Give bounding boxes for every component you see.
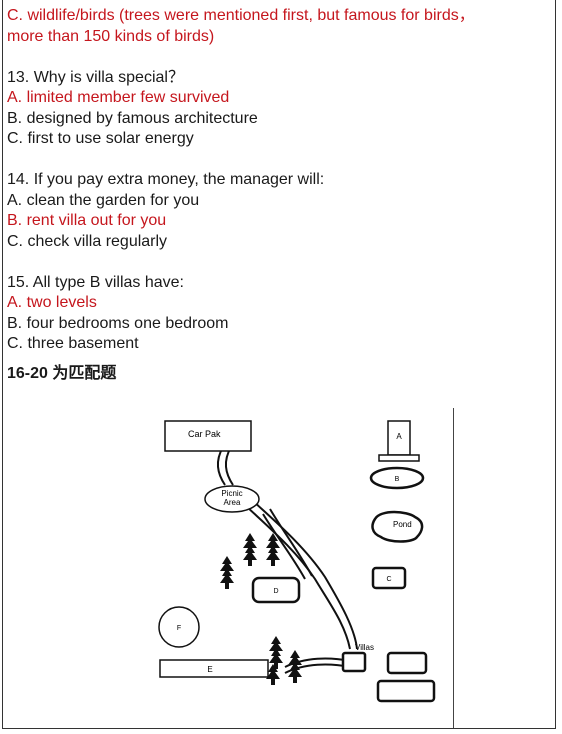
pond-label: Pond: [393, 520, 412, 529]
site-f: [158, 606, 200, 648]
label-f: F: [177, 625, 181, 632]
building-a-base: [378, 454, 420, 462]
car-park: [164, 420, 252, 452]
q12-option-c-line1: C. wildlife/birds (trees were mentioned …: [7, 7, 475, 24]
q14-option-c: C. check villa regularly: [7, 232, 168, 250]
answer-sheet: C. wildlife/birds (trees were mentioned …: [7, 6, 556, 384]
picnic-label-2: Area: [224, 498, 241, 507]
map-svg: Car Pak Picnic Area A B Pond C D: [158, 420, 436, 703]
villa-2: [386, 651, 428, 675]
picnic-area: [204, 485, 260, 513]
road-paths: [217, 446, 358, 650]
q13-option-b: B. designed by famous architecture: [7, 109, 258, 127]
building-e: [159, 659, 269, 678]
q13-option-c: C. first to use solar energy: [7, 130, 194, 147]
page-frame: [2, 0, 556, 729]
site-b: [369, 466, 425, 490]
label-b: B: [395, 476, 400, 483]
villa-3: [376, 679, 436, 703]
tree-cluster-e: [266, 636, 302, 685]
q15-question: 15. All type B villas have:: [7, 273, 184, 291]
q15-option-b: B. four bedrooms one bedroom: [7, 314, 229, 332]
q12-option-c-line2: more than 150 kinds of birds): [7, 27, 215, 45]
villas-label: Villas: [355, 643, 374, 652]
section-title: 16-20 为匹配题: [7, 364, 117, 382]
villa-d: [251, 576, 301, 604]
label-e: E: [207, 665, 212, 674]
label-a: A: [396, 432, 402, 441]
label-d: D: [273, 588, 278, 595]
map-divider: [453, 408, 454, 728]
villa-map: Car Pak Picnic Area A B Pond C D: [145, 409, 455, 727]
car-park-label: Car Pak: [188, 429, 221, 439]
q14-question: 14. If you pay extra money, the manager …: [7, 171, 325, 188]
villa-c: [371, 566, 407, 590]
villa-main: [341, 651, 367, 673]
q15-option-c: C. three basement: [7, 335, 139, 352]
q14-option-b: B. rent villa out for you: [7, 212, 167, 229]
q13-option-a: A. limited member few survived: [7, 89, 230, 106]
q15-option-a: A. two levels: [7, 294, 97, 311]
q14-option-a: A. clean the garden for you: [7, 191, 200, 209]
picnic-label-1: Picnic: [221, 489, 242, 498]
pond: [371, 510, 424, 543]
q13-question: 13. Why is villa special？: [7, 68, 184, 86]
label-c: C: [386, 576, 391, 583]
